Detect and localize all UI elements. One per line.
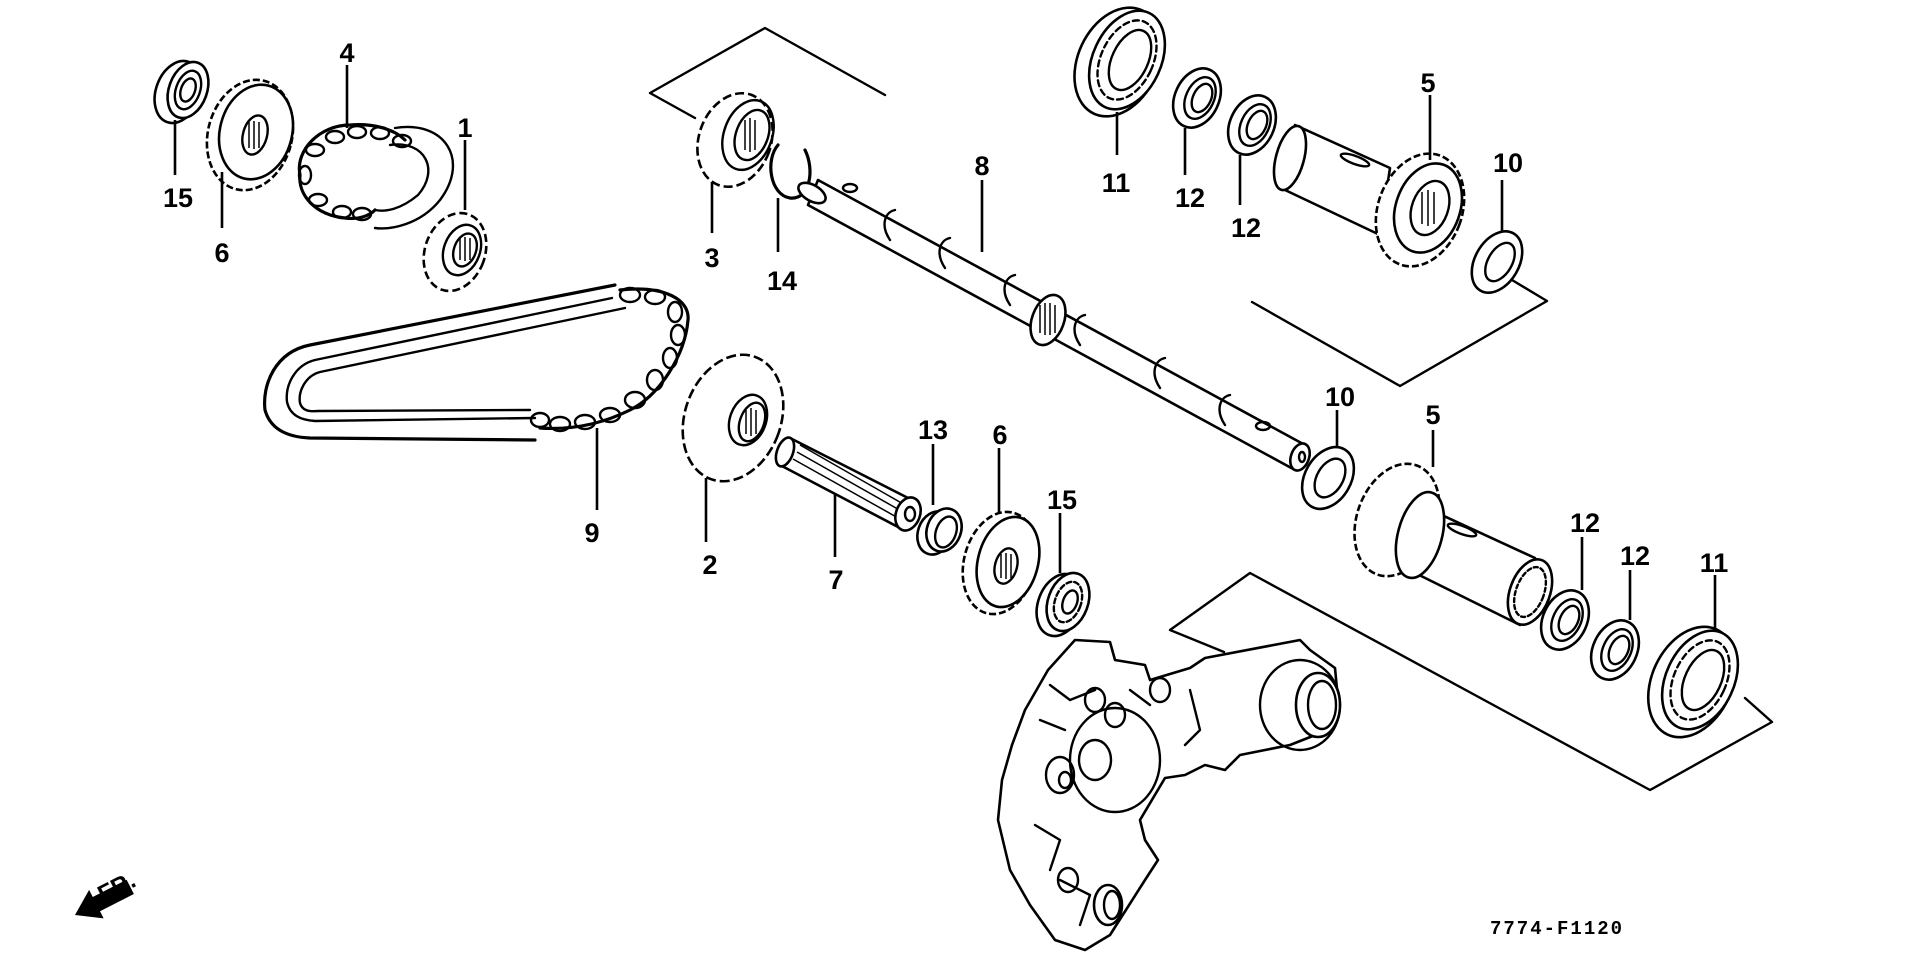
callout-7: 7 — [828, 565, 843, 595]
bearing-15-upper[interactable] — [146, 54, 215, 129]
callout-10-upper: 10 — [1493, 148, 1523, 178]
callout-11-upper: 11 — [1102, 168, 1131, 198]
callout-2: 2 — [702, 550, 717, 580]
callout-10-lower: 10 — [1325, 382, 1355, 412]
oil-seal-12-lower-1[interactable] — [1532, 583, 1598, 658]
spline-shaft-7[interactable] — [772, 435, 925, 534]
bearing-11-upper[interactable] — [1058, 0, 1180, 131]
transmission-case — [996, 638, 1342, 952]
gear-6-upper[interactable] — [195, 70, 305, 200]
callout-14: 14 — [767, 266, 797, 296]
callout-leaders — [173, 65, 1717, 632]
oil-seal-12-upper-1[interactable] — [1164, 61, 1230, 136]
sleeve-gear-5-lower[interactable] — [1340, 452, 1561, 631]
sprocket-1[interactable] — [413, 204, 497, 300]
bearing-15-lower[interactable] — [1028, 567, 1097, 643]
callout-6-lower: 6 — [992, 420, 1007, 450]
oil-seal-12-upper-2[interactable] — [1219, 88, 1285, 163]
drive-chain-4[interactable] — [297, 123, 455, 230]
callout-15-upper: 15 — [163, 183, 193, 213]
callout-12-lower-2: 12 — [1620, 541, 1650, 571]
bearing-11-lower[interactable] — [1631, 613, 1753, 752]
gear-6-lower[interactable] — [952, 503, 1049, 622]
group-bracket-upper-right — [1250, 278, 1549, 388]
callout-11-lower: 11 — [1700, 548, 1729, 578]
callout-3: 3 — [704, 243, 719, 273]
callout-6-upper: 6 — [214, 238, 229, 268]
front-arrow-icon — [75, 879, 134, 919]
callout-13: 13 — [918, 415, 948, 445]
callout-15-lower: 15 — [1047, 485, 1077, 515]
sprocket-3[interactable] — [685, 83, 785, 198]
main-shaft-8[interactable] — [795, 178, 1313, 474]
callout-12-upper-1: 12 — [1175, 183, 1205, 213]
circlip-14[interactable] — [769, 143, 812, 200]
collar-13[interactable] — [912, 504, 968, 560]
group-bracket-sprocket — [648, 26, 887, 120]
callout-12-upper-2: 12 — [1231, 213, 1261, 243]
sleeve-gear-5-upper[interactable] — [1268, 123, 1479, 279]
washer-10-lower[interactable] — [1292, 438, 1365, 518]
drawing-code: 7774-F1120 — [1490, 918, 1624, 940]
oil-seal-12-lower-2[interactable] — [1582, 613, 1648, 688]
callout-5-upper: 5 — [1420, 68, 1435, 98]
callout-1: 1 — [457, 113, 472, 143]
callout-9: 9 — [584, 518, 599, 548]
group-bracket-lower-right — [1168, 571, 1774, 792]
sprocket-2[interactable] — [666, 341, 801, 496]
washer-10-upper[interactable] — [1461, 222, 1532, 301]
callout-12-lower-1: 12 — [1570, 508, 1600, 538]
callout-5-lower: 5 — [1425, 400, 1440, 430]
callout-8: 8 — [974, 151, 989, 181]
front-direction-indicator: FR. — [75, 867, 140, 919]
drive-chain-9[interactable] — [262, 283, 690, 442]
callout-4: 4 — [339, 38, 354, 68]
